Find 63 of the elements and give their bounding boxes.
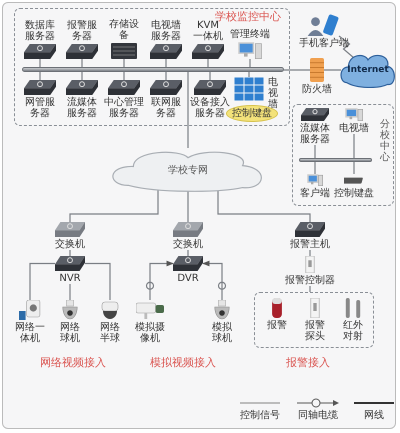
device-label: 中心管理服务器 — [104, 97, 144, 119]
device-label: 存储设备 — [108, 19, 140, 41]
group-title: 学校监控中心 — [215, 11, 281, 22]
group-title: 分校中心 — [380, 119, 390, 163]
device-label: 电视墙 — [268, 77, 278, 110]
section-title: 报警接入 — [286, 355, 330, 370]
connector-line — [314, 162, 316, 174]
device-label: 报警控制器 — [285, 275, 335, 286]
device-label: 数据库服务器 — [25, 20, 55, 42]
device-label: 报警探头 — [305, 320, 325, 342]
device-label: 网络半球 — [100, 322, 120, 344]
legend-label: 网线 — [363, 410, 385, 421]
coax-cable — [202, 260, 226, 301]
device-label: 报警服务器 — [67, 20, 97, 42]
legend-label: 同轴电缆 — [297, 410, 339, 421]
connector-line — [217, 190, 311, 222]
connector-line — [309, 286, 311, 292]
device-label: DVR — [177, 273, 199, 284]
device-label: NVR — [59, 273, 81, 284]
connector-line — [69, 284, 71, 300]
device-label: 电视墙 — [339, 123, 369, 134]
device-label: 交换机 — [173, 239, 203, 250]
connector-line — [69, 190, 159, 222]
device-label: 模拟球机 — [212, 322, 232, 344]
wireless-link — [338, 36, 354, 58]
device-label: 控制键盘 — [334, 188, 374, 199]
network-bus-bar — [299, 158, 372, 162]
section-title: 网络视频接入 — [40, 355, 106, 370]
device-label: 管理终端 — [230, 29, 270, 40]
device-label: 控制键盘 — [232, 108, 272, 119]
connector-line — [187, 190, 189, 222]
connector-line — [284, 69, 310, 71]
section-title: 模拟视频接入 — [150, 355, 216, 370]
device-label: 手机客户端 — [299, 38, 349, 49]
device-label: 报警主机 — [290, 239, 330, 250]
network-bus-bar — [22, 67, 284, 72]
connector-line — [353, 134, 355, 158]
device-label: 联网服务器 — [151, 97, 181, 119]
device-label: 设备接入服务器 — [190, 97, 230, 119]
dashed-group-box — [14, 8, 290, 126]
connector-line — [29, 262, 55, 300]
dashed-group-box — [292, 104, 394, 206]
device-label: 流媒体服务器 — [67, 97, 97, 119]
device-label: KVM一体机 — [193, 20, 223, 42]
device-label: 网络一体机 — [15, 322, 45, 344]
device-label: 防火墙 — [302, 84, 332, 95]
cloud-label: Internet — [347, 64, 389, 76]
device-label: 网管服务器 — [25, 97, 55, 119]
device-label: 电视墙服务器 — [151, 20, 181, 42]
connector-line — [353, 162, 355, 174]
cloud-label: 学校专网 — [168, 164, 208, 176]
device-label: 红外对射 — [343, 320, 363, 342]
device-label: 模拟摄像机 — [135, 322, 165, 344]
coax-cable — [146, 260, 174, 301]
device-label: 报警 — [267, 320, 287, 331]
device-label: 交换机 — [55, 239, 85, 250]
device-label: 流媒体服务器 — [300, 123, 330, 145]
legend-label: 控制信号 — [239, 410, 281, 421]
device-label: 网络球机 — [60, 322, 80, 344]
dashed-group-box — [254, 292, 374, 348]
connector-line — [314, 145, 316, 158]
device-label: 客户端 — [300, 188, 330, 199]
connector-line — [324, 69, 341, 71]
